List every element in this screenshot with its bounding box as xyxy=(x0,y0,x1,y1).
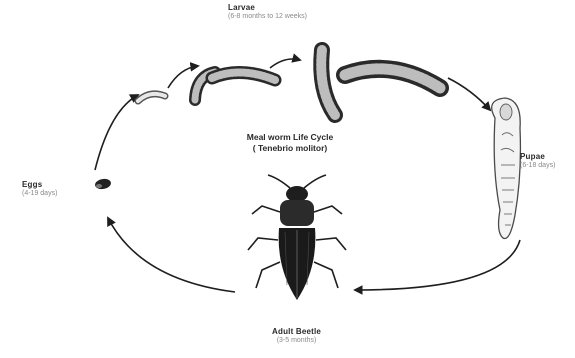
arrow-egg-to-larvae xyxy=(95,95,138,170)
eggs xyxy=(94,178,111,191)
pupae-duration: (6-18 days) xyxy=(520,162,555,170)
pupae-name: Pupae xyxy=(520,153,555,162)
adult-beetle xyxy=(248,175,346,300)
pupa xyxy=(492,98,521,239)
larvae-duration: (6-8 months to 12 weeks) xyxy=(228,13,307,21)
pupae-label: Pupae (6-18 days) xyxy=(520,153,555,169)
eggs-duration: (4-19 days) xyxy=(22,190,57,198)
larva-small xyxy=(138,94,165,101)
larva-medium xyxy=(212,72,275,80)
larvae-name: Larvae xyxy=(228,4,307,13)
diagram-title: Meal worm Life Cycle xyxy=(205,132,375,143)
eggs-label: Eggs (4-19 days) xyxy=(22,181,57,197)
diagram-subtitle: ( Tenebrio molitor) xyxy=(205,143,375,154)
arrow-larva-medium-to-large xyxy=(270,59,300,68)
adult-name: Adult Beetle xyxy=(272,328,321,337)
adult-duration: (3-5 months) xyxy=(272,337,321,345)
larvae-label: Larvae (6-8 months to 12 weeks) xyxy=(228,4,307,20)
eggs-name: Eggs xyxy=(22,181,57,190)
adult-label: Adult Beetle (3-5 months) xyxy=(272,328,321,344)
arrow-pupae-to-adult xyxy=(355,240,520,290)
diagram-title-block: Meal worm Life Cycle ( Tenebrio molitor) xyxy=(205,132,375,153)
arrow-adult-to-eggs xyxy=(108,218,235,292)
larva-large-horizontal xyxy=(345,69,440,88)
larva-large-vertical xyxy=(321,50,335,115)
arrow-larvae-to-pupae xyxy=(448,78,490,110)
